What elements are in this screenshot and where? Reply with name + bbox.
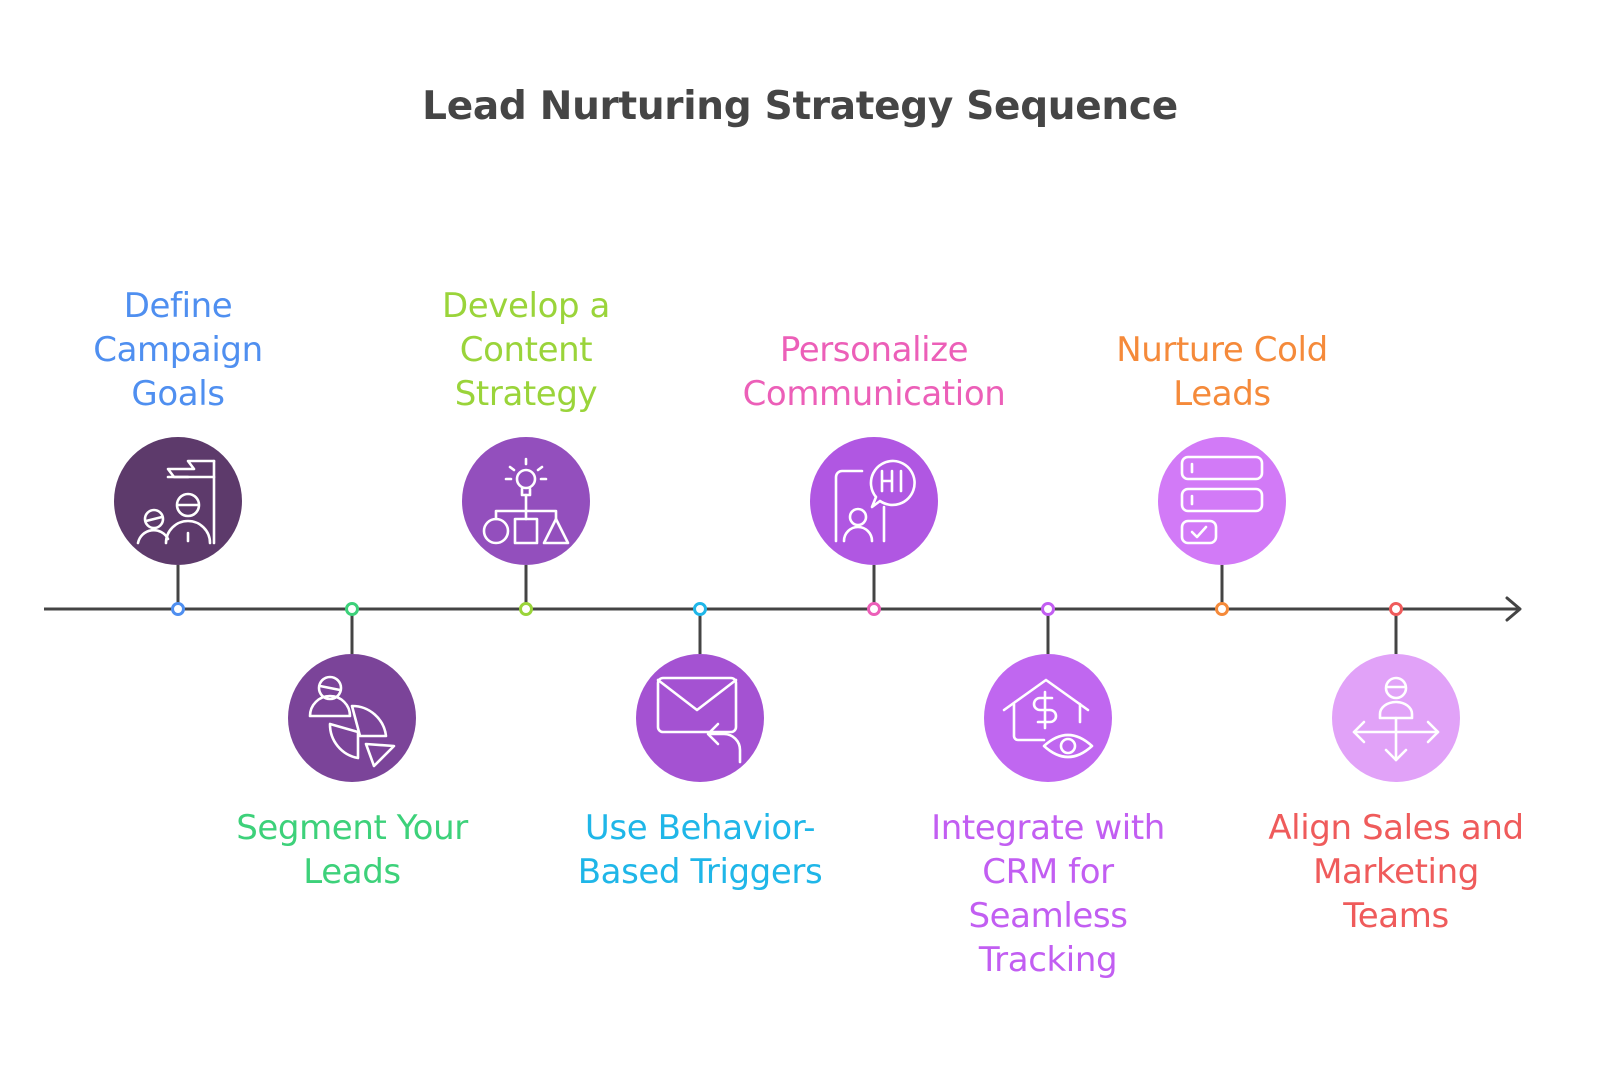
step-label-line: Personalize xyxy=(779,330,969,370)
step-circle xyxy=(1158,437,1286,565)
house-dollar-eye-icon xyxy=(1002,678,1094,759)
step-label-line: Based Triggers xyxy=(577,852,823,892)
step-label-line: Nurture Cold xyxy=(1116,330,1328,370)
timeline-node xyxy=(867,602,881,616)
step-label-line: Segment Your xyxy=(236,808,468,848)
step-label-line: Goals xyxy=(131,374,225,414)
step-circle xyxy=(636,654,764,782)
step-label-line: Seamless xyxy=(968,896,1128,936)
list-check-icon xyxy=(1180,455,1264,545)
timeline-arrowhead xyxy=(1505,596,1522,622)
timeline-node xyxy=(693,602,707,616)
step-label-line: Align Sales and xyxy=(1268,808,1524,848)
timeline-node xyxy=(345,602,359,616)
flag-people-icon xyxy=(136,459,216,545)
step-circle xyxy=(288,654,416,782)
phone-hi-icon xyxy=(834,459,916,543)
segment-pie-icon xyxy=(308,675,396,768)
timeline-node xyxy=(171,602,185,616)
step-label-line: Leads xyxy=(1173,374,1271,414)
step-label-line: Teams xyxy=(1343,896,1449,936)
timeline-node xyxy=(1389,602,1403,616)
mail-reply-icon xyxy=(656,676,742,764)
step-label-line: Use Behavior- xyxy=(584,808,816,848)
timeline-node xyxy=(519,602,533,616)
diagram-title: Lead Nurturing Strategy Sequence xyxy=(422,84,1178,129)
timeline-node xyxy=(1215,602,1229,616)
step-label-line: CRM for xyxy=(982,852,1114,892)
idea-shapes-icon xyxy=(482,457,570,545)
step-label-line: Content xyxy=(459,330,593,370)
step-label-line: Communication xyxy=(742,374,1006,414)
step-label-line: Leads xyxy=(303,852,401,892)
timeline-node xyxy=(1041,602,1055,616)
step-label-line: Marketing xyxy=(1313,852,1479,892)
person-arrows-icon xyxy=(1352,676,1440,762)
step-label-line: Integrate with xyxy=(931,808,1165,848)
step-label-line: Campaign xyxy=(93,330,263,370)
step-label-line: Define xyxy=(123,286,233,326)
step-circle xyxy=(984,654,1112,782)
step-label-line: Develop a xyxy=(441,286,610,326)
step-label: Use Behavior-Based Triggers xyxy=(550,806,850,894)
step-label-line: Tracking xyxy=(978,940,1118,980)
step-label-line: Strategy xyxy=(454,374,598,414)
